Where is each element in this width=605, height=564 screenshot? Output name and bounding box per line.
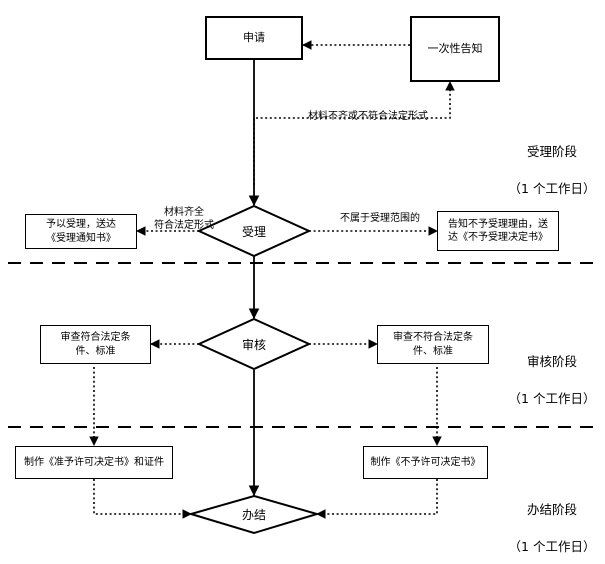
- node-complete[interactable]: 办结: [191, 496, 317, 533]
- node-review-pass[interactable]: 审查符合法定条 件、标准: [40, 325, 151, 364]
- node-accept-yes[interactable]: 予以受理，送达 《受理通知书》: [25, 214, 137, 249]
- edge-label-materials-complete-text: 材料齐全 符合法定形式: [154, 206, 214, 232]
- stage-label-review-duration: （1 个工作日）: [508, 391, 596, 407]
- node-make-permit-label: 制作《准予许可决定书》和证件: [24, 456, 164, 468]
- node-accept-label: 受理: [241, 224, 266, 239]
- stage-label-complete-duration: （1 个工作日）: [508, 539, 596, 555]
- edge-label-incomplete-materials: 材料不齐或不符合法定形式: [288, 96, 448, 123]
- edge-label-out-of-scope: 不属于受理范围的: [322, 198, 438, 225]
- node-review[interactable]: 审核: [199, 319, 309, 369]
- node-accept[interactable]: 受理: [199, 206, 309, 256]
- node-apply[interactable]: 申请: [205, 16, 303, 60]
- node-review-fail[interactable]: 审查不符合法定条 件、标准: [377, 325, 489, 364]
- edge-label-materials-complete: 材料齐全 符合法定形式: [138, 192, 230, 233]
- node-accept-no-label: 告知不予受理理由，送 达《不予受理决定书》: [448, 218, 548, 243]
- node-accept-yes-label: 予以受理，送达 《受理通知书》: [46, 219, 116, 244]
- node-review-fail-label: 审查不符合法定条 件、标准: [393, 332, 473, 357]
- stage-label-accept: 受理阶段 （1 个工作日）: [504, 124, 600, 218]
- node-make-deny-label: 制作《不予许可决定书》: [370, 456, 481, 468]
- stage-label-review-name: 审核阶段: [526, 353, 577, 369]
- edge-deny-to-complete: [316, 479, 438, 519]
- edge-permit-to-complete: [93, 479, 192, 519]
- node-one-time-notice-label: 一次性告知: [427, 41, 483, 55]
- stage-label-accept-duration: （1 个工作日）: [508, 181, 596, 197]
- node-apply-label: 申请: [243, 30, 265, 44]
- edge-label-incomplete-materials-text: 材料不齐或不符合法定形式: [308, 110, 428, 122]
- node-review-label: 审核: [241, 337, 266, 352]
- node-make-deny[interactable]: 制作《不予许可决定书》: [363, 446, 488, 479]
- node-complete-label: 办结: [241, 508, 266, 522]
- node-one-time-notice[interactable]: 一次性告知: [410, 16, 500, 82]
- node-accept-no[interactable]: 告知不予受理理由，送 达《不予受理决定书》: [437, 211, 559, 251]
- stage-label-accept-name: 受理阶段: [526, 143, 577, 159]
- stage-label-complete-name: 办结阶段: [526, 501, 577, 517]
- edge-label-out-of-scope-text: 不属于受理范围的: [340, 212, 420, 224]
- node-review-pass-label: 审查符合法定条 件、标准: [60, 332, 131, 357]
- stage-label-review: 审核阶段 （1 个工作日）: [504, 334, 600, 428]
- node-make-permit[interactable]: 制作《准予许可决定书》和证件: [15, 446, 173, 479]
- stage-label-complete: 办结阶段 （1 个工作日）: [504, 482, 600, 564]
